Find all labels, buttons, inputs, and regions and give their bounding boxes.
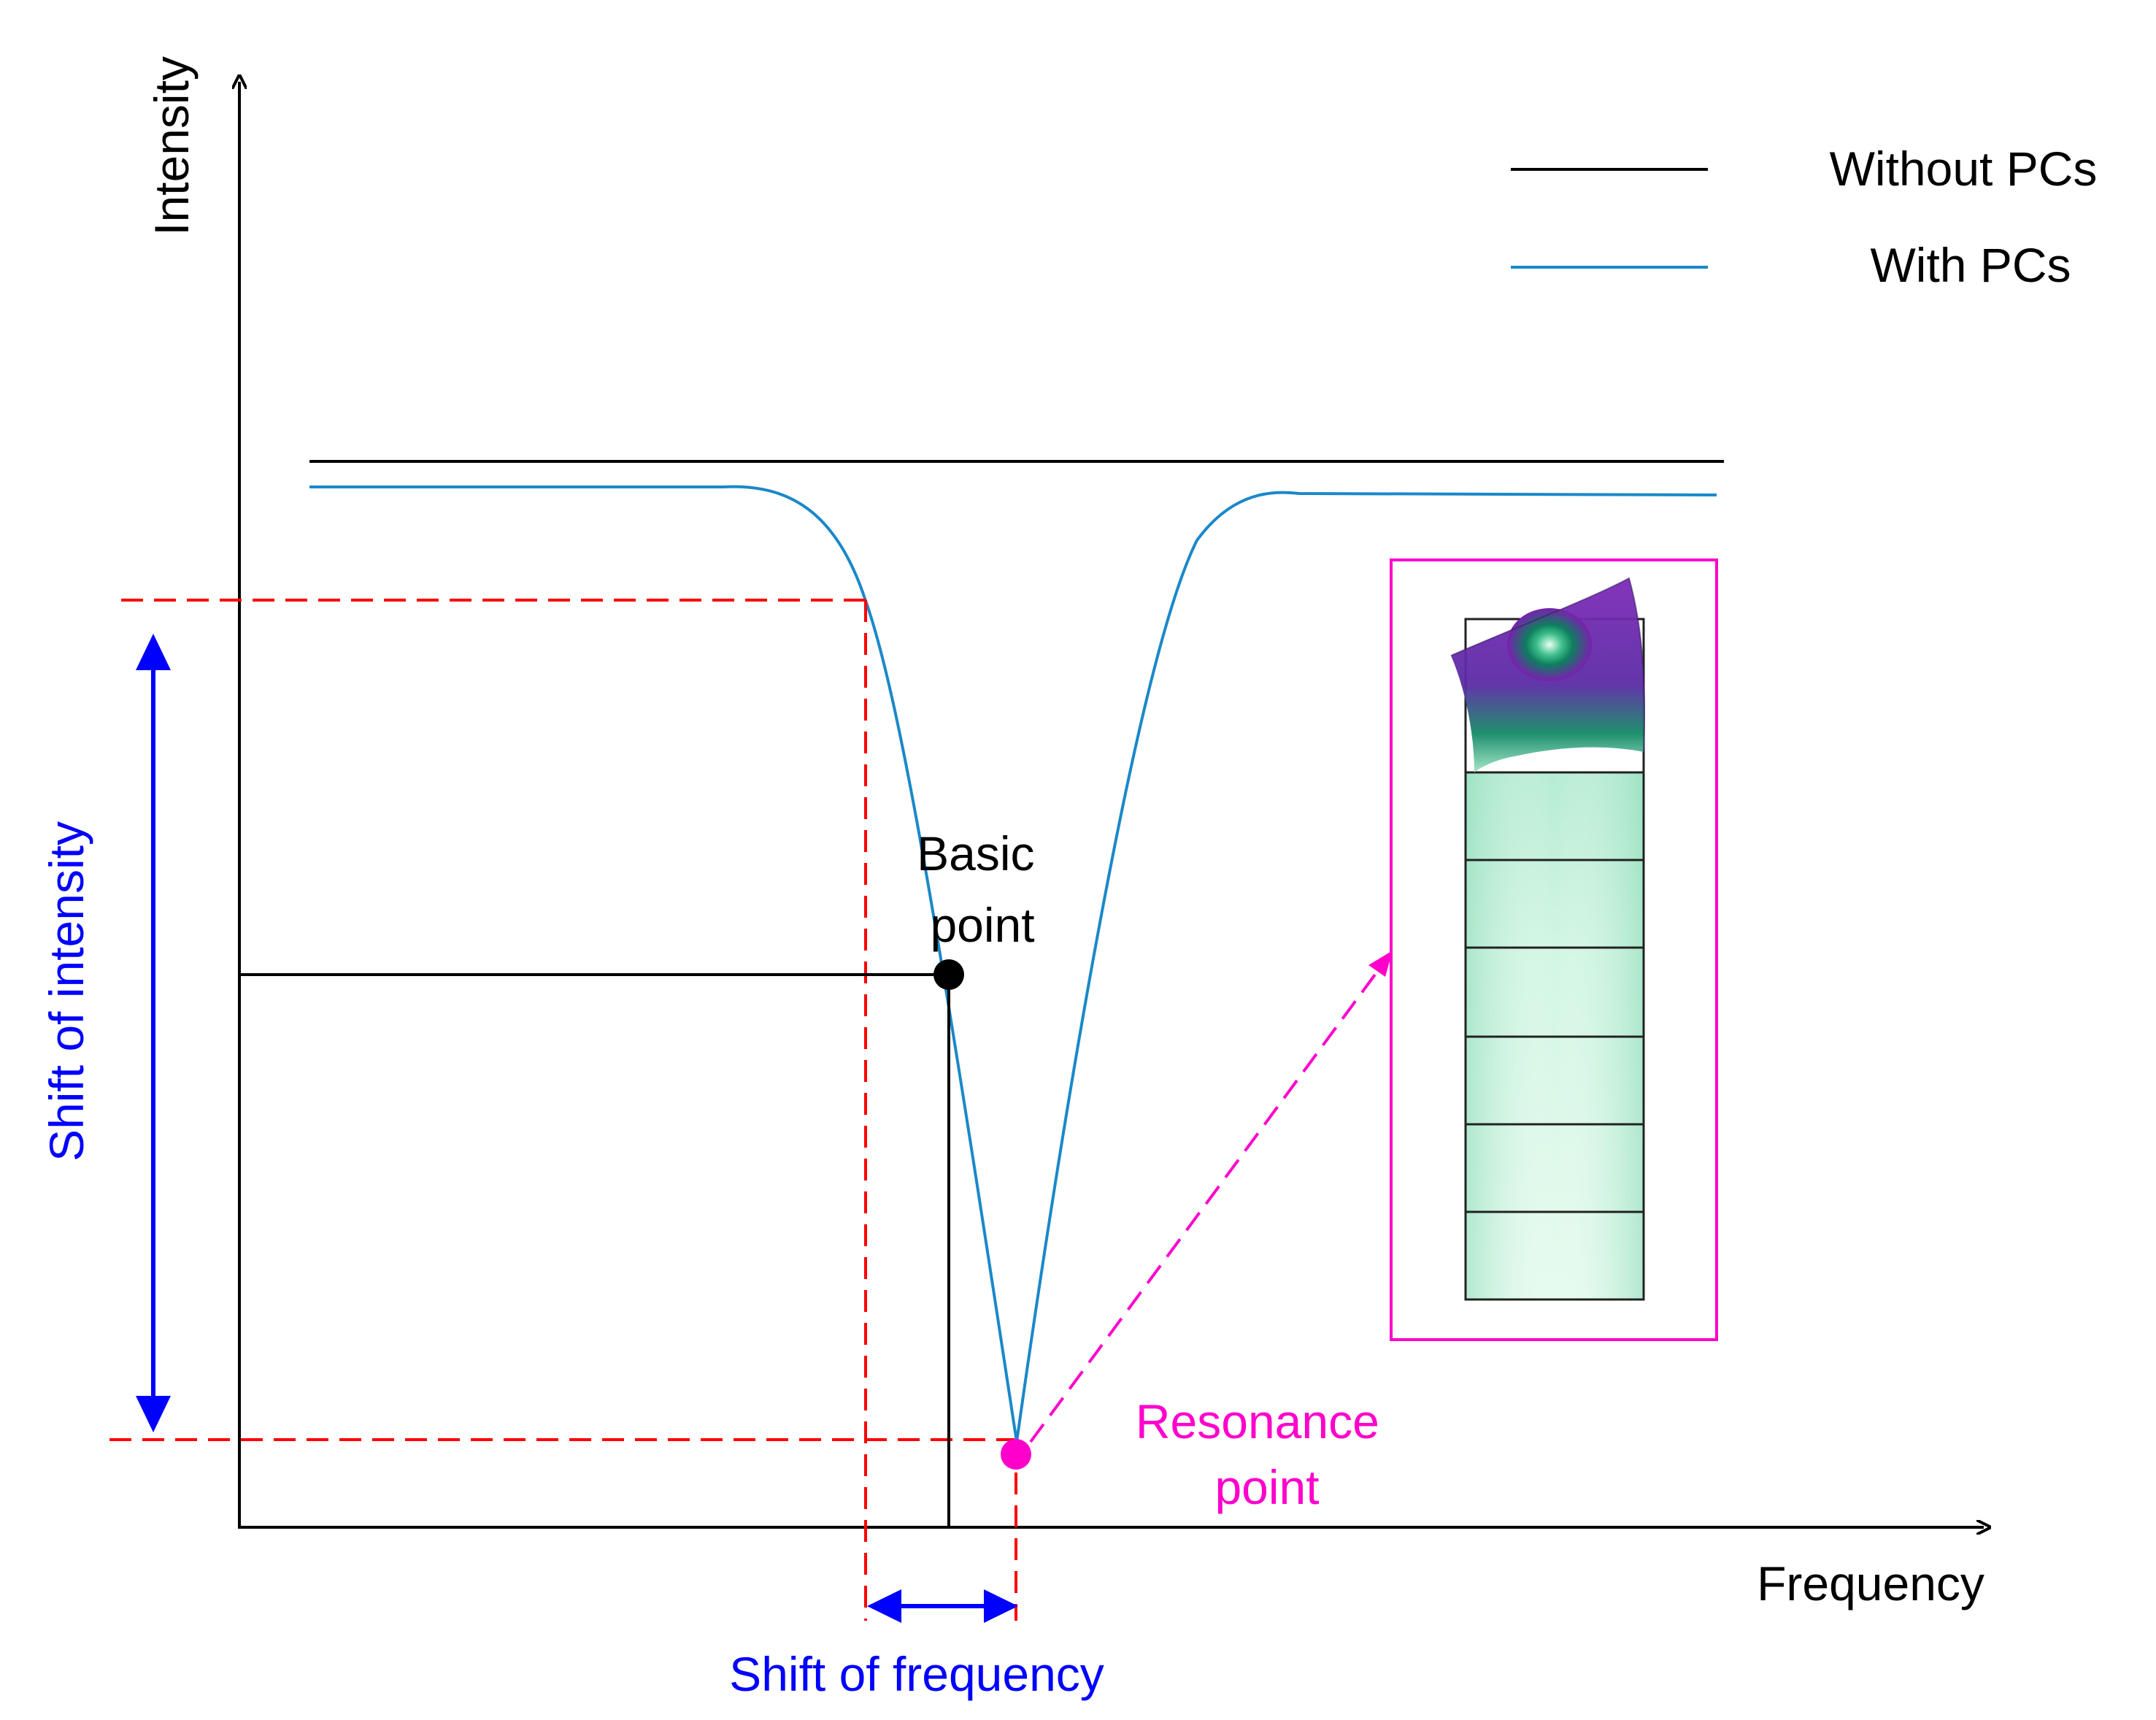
resonance-point-label: Resonance point xyxy=(1136,1394,1393,1514)
guide-lines xyxy=(109,599,1017,1621)
legend: Without PCs With PCs xyxy=(1511,142,2097,292)
shift-of-intensity-arrowhead-top xyxy=(136,634,171,670)
legend-label-with-pcs: With PCs xyxy=(1870,238,2071,292)
beam-cell xyxy=(1464,1210,1645,1301)
basic-point-label-line2: point xyxy=(930,898,1034,952)
shift-of-intensity-arrow: Shift of intensity xyxy=(39,634,171,1432)
basic-point-label-line1: Basic xyxy=(917,826,1034,880)
curves xyxy=(309,460,1724,1443)
shift-of-frequency-arrowhead-right xyxy=(984,1589,1018,1623)
legend-label-without-pcs: Without PCs xyxy=(1830,142,2098,196)
basic-point-lines xyxy=(239,973,950,1527)
deformed-tip-outline xyxy=(1450,577,1646,753)
resonance-point-marker xyxy=(1001,1439,1031,1470)
mode-shape-inset xyxy=(1390,558,1718,1341)
axes: Intensity Frequency xyxy=(145,56,1984,1610)
shift-of-frequency-label: Shift of frequency xyxy=(729,1647,1104,1701)
shift-of-intensity-arrowhead-bottom xyxy=(136,1396,171,1432)
resonance-pointer-arrow xyxy=(1029,951,1393,1443)
basic-point-label: Basic point xyxy=(917,826,1048,952)
basic-point-marker xyxy=(933,959,964,990)
x-axis-label: Frequency xyxy=(1757,1556,1984,1610)
resonance-point-label-line1: Resonance xyxy=(1136,1394,1379,1448)
resonance-pointer-arrowhead xyxy=(1368,951,1393,977)
y-axis-label: Intensity xyxy=(145,56,199,236)
shift-of-intensity-label: Shift of intensity xyxy=(39,821,93,1162)
resonance-hotspot xyxy=(1507,608,1592,681)
resonance-point-label-line2: point xyxy=(1214,1460,1319,1514)
shift-of-frequency-arrowhead-left xyxy=(867,1589,901,1623)
curve-with-pcs xyxy=(309,485,1717,1443)
shift-of-frequency-arrow: Shift of frequency xyxy=(729,1589,1104,1701)
